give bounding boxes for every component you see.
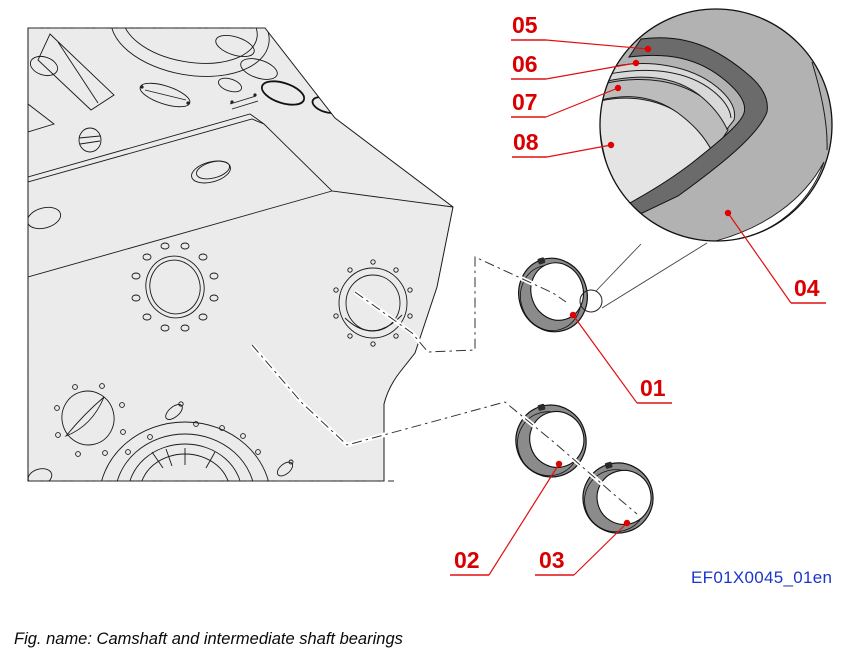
- callout-dot: [614, 84, 622, 92]
- drawing-code: EF01X0045_01en: [691, 568, 833, 587]
- centerlines: [250, 253, 639, 516]
- layer-05-dark-band: [627, 37, 768, 217]
- callout-dot: [569, 311, 577, 319]
- crankshaft-bore-arcs: [98, 421, 272, 481]
- intermediate-shaft-bore: [333, 259, 413, 347]
- callout-label: 06: [512, 51, 538, 77]
- magnifier-projection-lines: [595, 242, 708, 309]
- callout-02: 02: [450, 460, 563, 576]
- callout-05: 05: [511, 12, 652, 53]
- callout-07: 07: [511, 84, 622, 118]
- detail-circle-outline: [599, 8, 833, 242]
- callout-dot: [644, 45, 652, 53]
- callout-01: 01: [569, 311, 672, 404]
- callout-label: 02: [454, 547, 480, 573]
- callout-dot: [607, 141, 615, 149]
- magnifier-source-circle: [579, 289, 603, 313]
- callout-label: 05: [512, 12, 538, 38]
- oil-hole-notch: [537, 403, 546, 411]
- auxiliary-bore: [54, 383, 126, 457]
- small-fasteners: [125, 401, 294, 477]
- callout-label: 08: [513, 129, 539, 155]
- callout-06: 06: [511, 51, 640, 80]
- oil-hole-notch: [604, 461, 613, 469]
- shell-fold-line: [811, 61, 828, 151]
- callout-label: 04: [794, 275, 820, 301]
- deck-bosses: [28, 33, 259, 153]
- camshaft-axis-upper: [354, 256, 567, 353]
- layer-06: [606, 63, 736, 130]
- callout-label: 01: [640, 375, 666, 401]
- callout-08: 08: [512, 129, 615, 158]
- camshaft-axis-lower: [251, 344, 638, 515]
- section-borders: [27, 27, 394, 482]
- camshaft-bore: [131, 242, 219, 332]
- callout-label: 03: [539, 547, 565, 573]
- engine-block-silhouette: [27, 27, 454, 482]
- callout-03: 03: [535, 519, 631, 576]
- callout-dot: [632, 59, 640, 67]
- callout-04: 04: [724, 209, 826, 304]
- magnifier: [579, 242, 708, 313]
- engine-block: [27, 27, 454, 482]
- figure-caption: Fig. name: Camshaft and intermediate sha…: [14, 630, 403, 648]
- callout-dot: [555, 460, 563, 468]
- callout-dot: [623, 519, 631, 527]
- detail-view: [599, 8, 833, 242]
- callout-label: 07: [512, 89, 538, 115]
- oil-hole-notch: [537, 257, 546, 265]
- callouts: 01 02 03 04 05: [450, 12, 826, 576]
- callout-dot: [724, 209, 732, 217]
